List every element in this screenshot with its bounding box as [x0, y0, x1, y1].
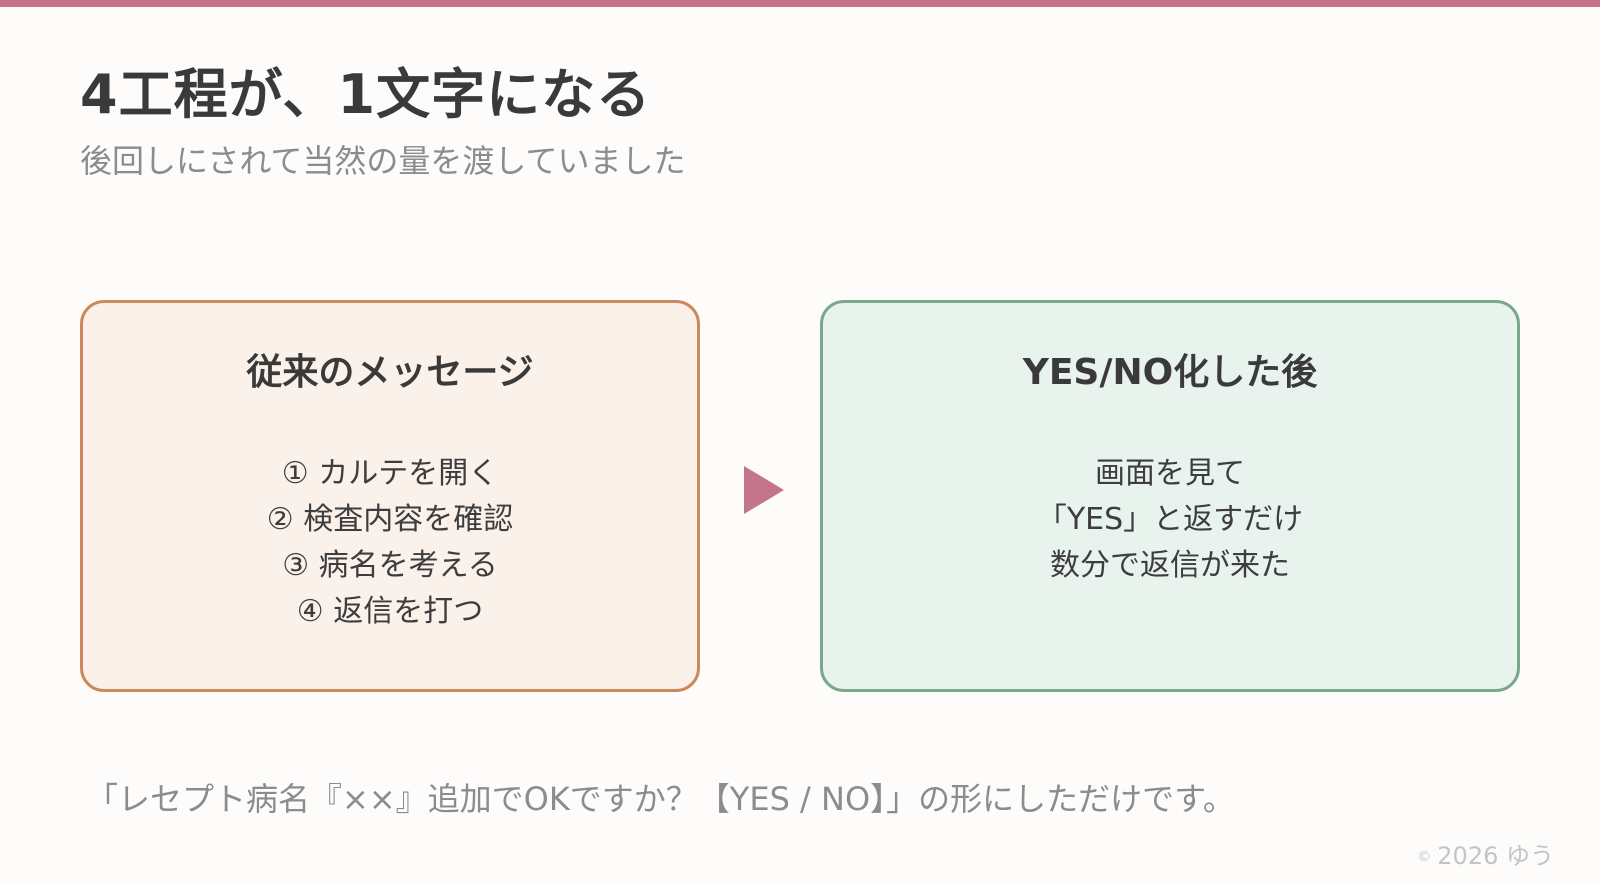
before-step-2: ② 検査内容を確認	[266, 502, 514, 537]
copyright-text: 2026 ゆう	[1437, 842, 1554, 870]
copyright-notice: © 2026 ゆう	[1417, 836, 1554, 871]
before-card-heading: 従来のメッセージ	[246, 352, 534, 393]
arrow-right-icon	[744, 466, 784, 514]
before-step-4: ④ 返信を打つ	[296, 594, 484, 629]
before-card: 従来のメッセージ ① カルテを開く ② 検査内容を確認 ③ 病名を考える ④ 返…	[80, 300, 700, 692]
after-line-2: 「YES」と返すだけ	[1036, 502, 1304, 537]
slide-subtitle: 後回しにされて当然の量を渡していました	[80, 142, 686, 180]
after-lines-list: 画面を見て 「YES」と返すだけ 数分で返信が来た	[823, 451, 1517, 589]
before-steps-list: ① カルテを開く ② 検査内容を確認 ③ 病名を考える ④ 返信を打つ	[83, 451, 697, 635]
top-accent-bar	[0, 0, 1600, 7]
after-card-heading: YES/NO化した後	[1022, 352, 1318, 393]
slide-title: 4工程が、1文字になる	[80, 63, 652, 126]
copyright-icon: ©	[1417, 849, 1432, 865]
before-step-1: ① カルテを開く	[281, 456, 499, 491]
after-line-3: 数分で返信が来た	[1050, 548, 1290, 583]
before-step-3: ③ 病名を考える	[282, 548, 498, 583]
after-line-1: 画面を見て	[1095, 456, 1245, 491]
after-card: YES/NO化した後 画面を見て 「YES」と返すだけ 数分で返信が来た	[820, 300, 1520, 692]
footnote-text: 「レセプト病名『××』追加でOKですか？【YES / NO】」の形にしただけです…	[86, 780, 1235, 818]
